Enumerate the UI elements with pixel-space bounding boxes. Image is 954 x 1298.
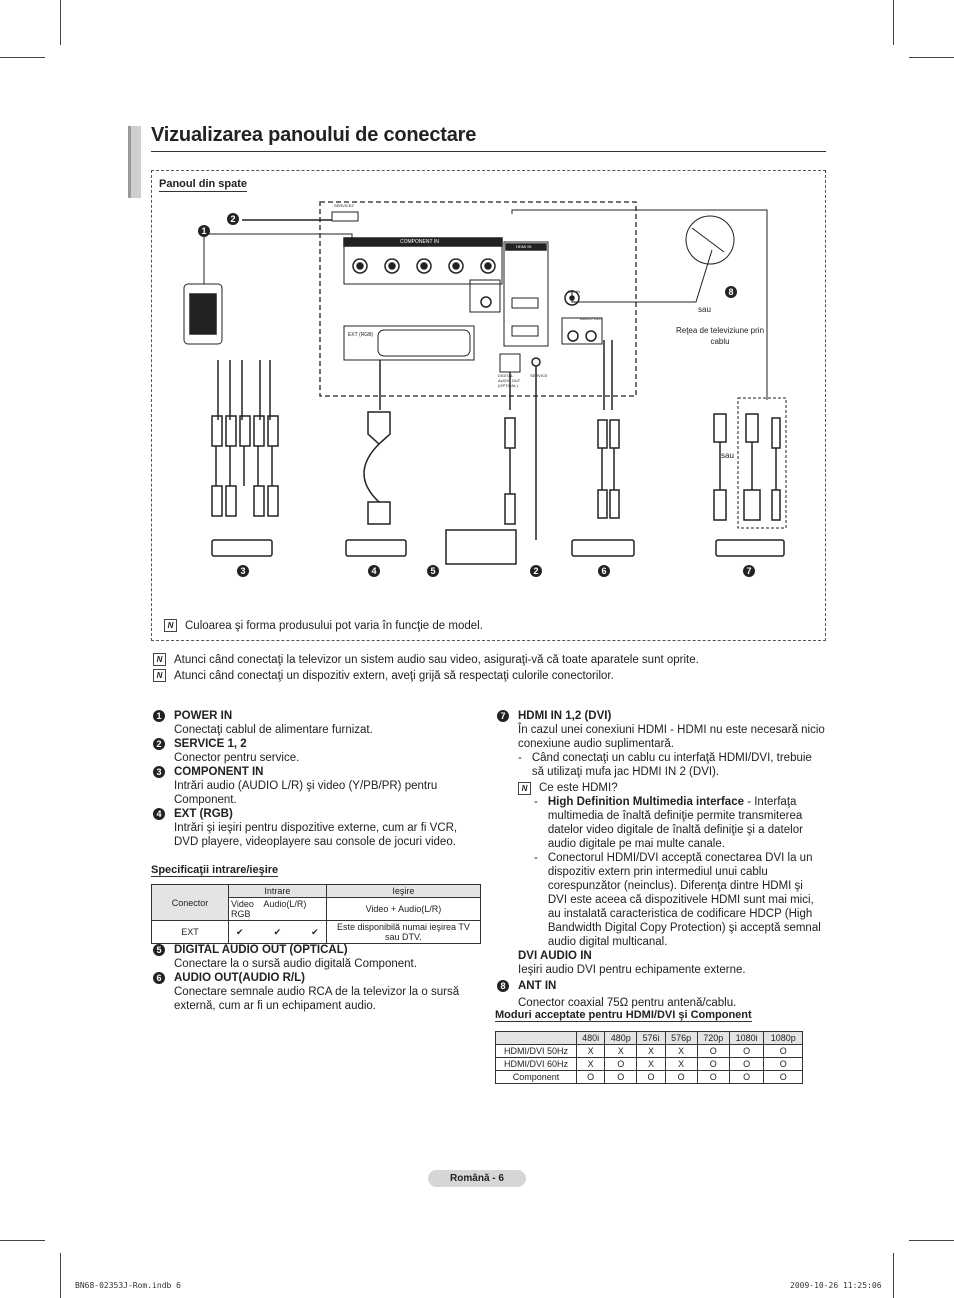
footer-timestamp: 2009-10-26 11:25:06	[790, 1281, 882, 1290]
left-column-2: 5 DIGITAL AUDIO OUT (OPTICAL) Conectare …	[151, 943, 481, 1013]
output-value: Este disponibilă numai ieşirea TV sau DT…	[325, 920, 482, 944]
table-row: HDMI/DVI 50Hz X X X X O O O	[495, 1044, 803, 1058]
callout-4: 4	[368, 565, 380, 577]
dash-item: -Conectorul HDMI/DVI acceptă conectarea …	[534, 852, 821, 948]
list-item: 8 ANT IN Conector coaxial 75Ω pentru ant…	[495, 979, 825, 1010]
callout-7: 7	[743, 565, 755, 577]
crop-mark	[0, 57, 45, 58]
crop-mark	[909, 1240, 954, 1241]
list-item: 3 COMPONENT IN Intrări audio (AUDIO L/R)…	[151, 765, 481, 807]
header-cell: 720p	[696, 1031, 730, 1045]
panel-label: Panoul din spate	[159, 178, 248, 192]
callout-3: 3	[237, 565, 249, 577]
callout-1: 1	[198, 225, 210, 237]
header-cell: 576p	[664, 1031, 698, 1045]
dash-item: -Când conectaţi un cablu cu interfaţă HD…	[518, 752, 812, 778]
note-icon: N	[164, 619, 177, 632]
col-input: Intrare	[228, 884, 327, 898]
callout-2b: 2	[530, 565, 542, 577]
label-service: SERVICE	[530, 373, 548, 378]
spec-table: Conector Intrare Ieşire Video Audio(L/R)…	[151, 884, 482, 944]
modes-table-title: Moduri acceptate pentru HDMI/DVI şi Comp…	[495, 1009, 752, 1022]
label-optical: DIGITAL AUDIO OUT (OPTICAL)	[498, 373, 521, 388]
corner-cell	[495, 1031, 577, 1045]
row-label: EXT	[151, 920, 229, 944]
note-2: N Atunci când conectaţi un dispozitiv ex…	[153, 669, 614, 682]
output-subhead: Video + Audio(L/R)	[325, 897, 482, 921]
left-column: 1 POWER IN Conectaţi cablul de alimentar…	[151, 709, 481, 849]
label-component-in: COMPONENT IN	[400, 239, 439, 245]
label-ext: EXT (RGB)	[348, 332, 374, 338]
title-rule	[151, 151, 826, 152]
label-audio-out: AUDIO OUT	[580, 316, 603, 321]
modes-table: 480i 480p 576i 576p 720p 1080i 1080p HDM…	[495, 1031, 803, 1084]
header-cell: 480p	[604, 1031, 638, 1045]
col-output: Ieşire	[325, 884, 482, 898]
label-hdmi-in: HDMI IN	[516, 244, 532, 249]
note-1: N Atunci când conectaţi la televizor un …	[153, 653, 699, 666]
header-cell: 576i	[636, 1031, 666, 1045]
list-item: 5 DIGITAL AUDIO OUT (OPTICAL) Conectare …	[151, 943, 481, 971]
table-row: Component O O O O O O O	[495, 1070, 803, 1084]
label-ant-in: ANT IN	[567, 289, 581, 294]
input-subheads: Video Audio(L/R) RGB	[228, 897, 327, 921]
label-tv-network: Reţea de televiziune prin cablu	[675, 326, 765, 346]
label-sau-side: sau	[721, 451, 734, 460]
callout-5: 5	[427, 565, 439, 577]
list-item: 7 HDMI IN 1,2 (DVI) În cazul unei conexi…	[495, 709, 825, 977]
list-item: 6 AUDIO OUT(AUDIO R/L) Conectare semnale…	[151, 971, 481, 1013]
footer-file: BN68-02353J-Rom.indb 6	[75, 1281, 181, 1290]
callout-6: 6	[598, 565, 610, 577]
crop-mark	[909, 57, 954, 58]
table-row: HDMI/DVI 60Hz X O X X O O O	[495, 1057, 803, 1071]
dash-item: - High Definition Multimedia interface -…	[534, 796, 803, 850]
panel-note: N Culoarea şi forma produsului pot varia…	[164, 619, 483, 632]
crop-mark	[893, 0, 894, 45]
list-item: 4 EXT (RGB) Intrări şi ieşiri pentru dis…	[151, 807, 481, 849]
list-item: 2 SERVICE 1, 2 Conector pentru service.	[151, 737, 481, 765]
page-number-badge: Română - 6	[428, 1170, 526, 1187]
header-cell: 1080i	[728, 1031, 765, 1045]
callout-2: 2	[227, 213, 239, 225]
right-column: 7 HDMI IN 1,2 (DVI) În cazul unei conexi…	[495, 709, 825, 1010]
note-icon: N	[153, 669, 166, 682]
connection-panel	[151, 170, 826, 641]
note-icon: N	[518, 781, 531, 795]
crop-mark	[0, 1240, 45, 1241]
callout-8: 8	[725, 286, 737, 298]
crop-mark	[60, 1253, 61, 1298]
connection-diagram	[183, 201, 787, 565]
input-checks: ✔ ✔ ✔	[228, 920, 327, 944]
title-accent-bar	[128, 126, 141, 198]
hdmi-note: N Ce este HDMI?	[518, 781, 825, 795]
note-icon: N	[153, 653, 166, 666]
spec-table-title: Specificaţii intrare/ieşire	[151, 864, 279, 877]
page-title: Vizualizarea panoului de conectare	[151, 124, 477, 146]
label-sau-top: sau	[698, 305, 711, 314]
header-cell: 1080p	[763, 1031, 803, 1045]
label-service2: SERVICE2	[334, 203, 354, 208]
crop-mark	[893, 1253, 894, 1298]
header-cell: 480i	[575, 1031, 606, 1045]
list-item: 1 POWER IN Conectaţi cablul de alimentar…	[151, 709, 481, 737]
crop-mark	[60, 0, 61, 45]
col-connector: Conector	[151, 884, 229, 921]
